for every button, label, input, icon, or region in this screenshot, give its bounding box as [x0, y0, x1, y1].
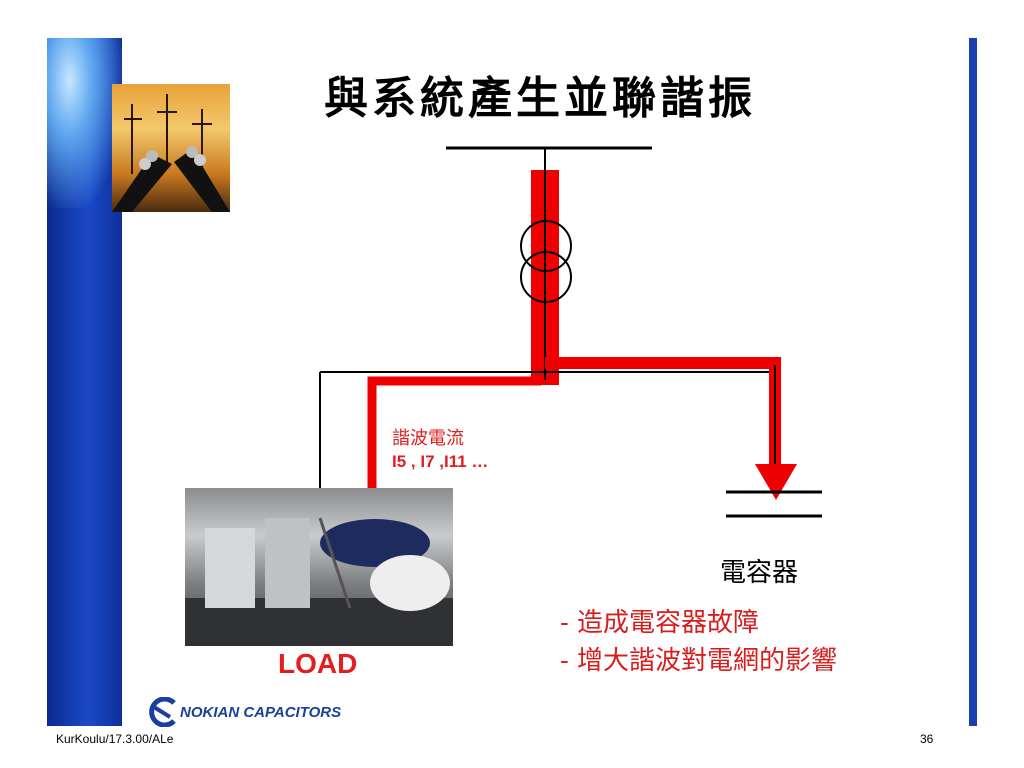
left-decor-band [47, 38, 122, 726]
transformer-icon [520, 220, 572, 303]
harmonic-orders: I5 , I7 ,I11 … [392, 452, 489, 471]
logo-text: NOKIAN CAPACITORS [180, 703, 342, 721]
harmonic-current-label: 諧波電流 I5 , I7 ,I11 … [392, 426, 488, 474]
page-number: 36 [920, 732, 934, 746]
capacitor-label: 電容器 [720, 558, 799, 588]
lightning-glow [47, 38, 122, 208]
load-label: LOAD [278, 648, 358, 679]
paper-machine-photo [185, 488, 453, 646]
harmonic-arrow-head [755, 464, 797, 500]
nokian-logo-icon [149, 697, 176, 727]
slide-title: 與系統產生並聯諧振 [324, 73, 756, 124]
power-cable-photo [112, 84, 230, 212]
capacitor-icon [726, 490, 822, 518]
nokian-logo: NOKIAN CAPACITORS [146, 693, 341, 731]
harmonic-path-to-load [367, 376, 541, 488]
footer-reference: KurKoulu/17.3.00/ALe [56, 732, 174, 746]
effect-capacitor-failure: - 造成電容器故障 [560, 608, 760, 638]
harmonic-path-to-capacitor [545, 357, 781, 470]
right-decor-band [969, 38, 977, 726]
harmonic-current-title: 諧波電流 [392, 428, 464, 448]
effect-grid-impact: - 增大諧波對電網的影響 [560, 646, 838, 676]
effects-list: - 造成電容器故障 - 增大諧波對電網的影響 [560, 604, 837, 680]
